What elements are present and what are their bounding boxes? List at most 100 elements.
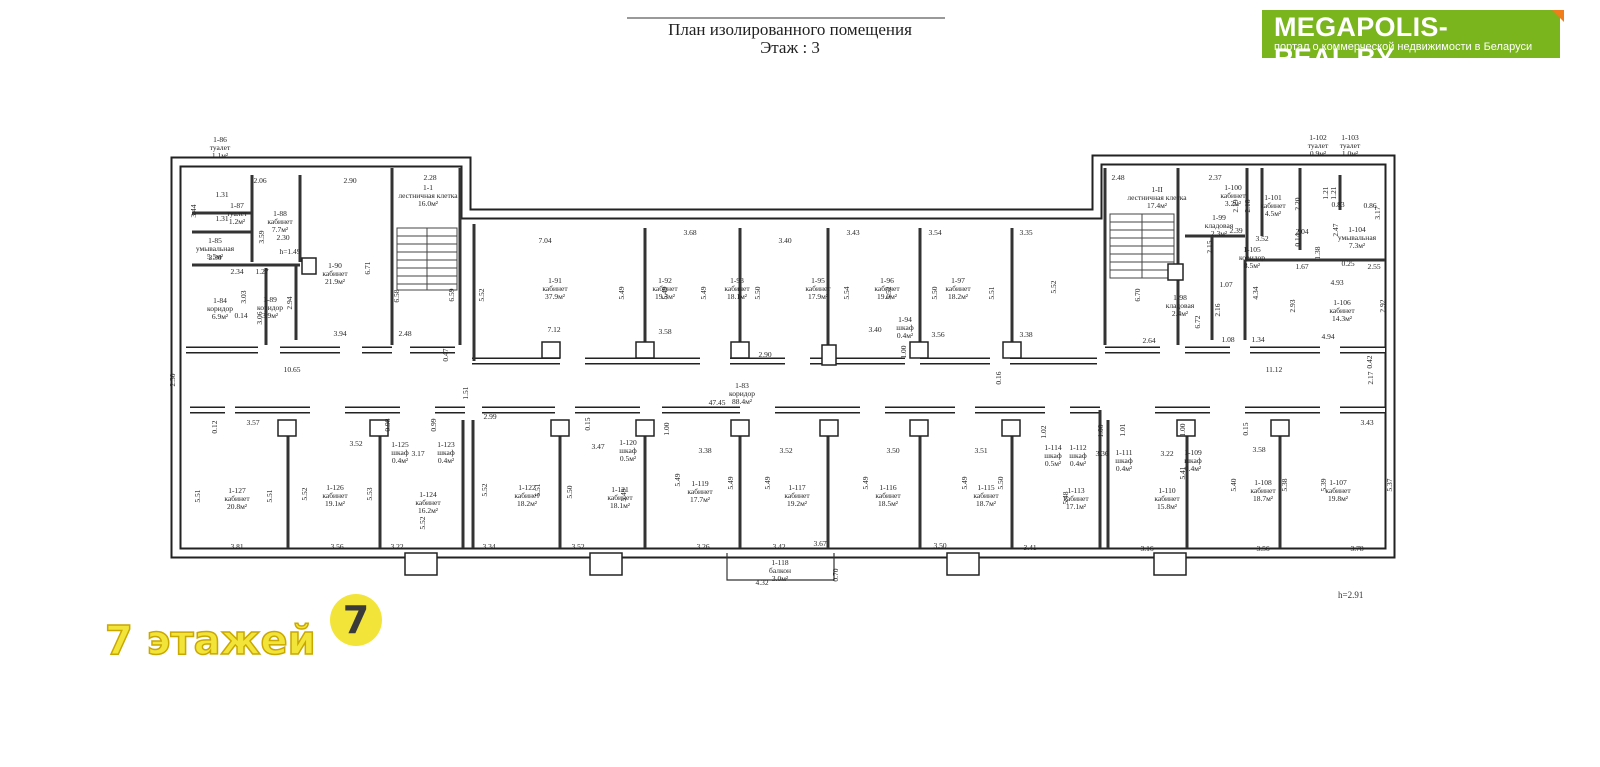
dimension-label: 5.49: [617, 286, 626, 299]
dimension-label: 1.21: [1321, 186, 1330, 199]
dimension-label: 3.52: [779, 446, 792, 455]
dimension-label: 3.22: [1160, 449, 1173, 458]
dimension-label: 2.20: [1293, 197, 1302, 210]
dimension-label: 3.44: [189, 204, 198, 217]
dimension-label: 3.56: [931, 330, 944, 339]
megapolis-logo[interactable]: MEGAPOLIS-REAL.BY портал о коммерческой …: [1262, 10, 1564, 73]
dimension-label: 5.52: [300, 487, 309, 500]
dimension-label: 1.27: [255, 267, 268, 276]
dimension-label: 2.37: [1208, 173, 1221, 182]
dimension-label: 5.52: [480, 483, 489, 496]
dimension-label: 3.43: [846, 228, 859, 237]
dimension-label: 3.67: [813, 539, 826, 548]
dimension-label: 2.55: [1367, 262, 1380, 271]
dimension-label: h=1.49: [279, 247, 300, 256]
dimension-label: 3.81: [230, 542, 243, 551]
dimension-label: 5.54: [842, 286, 851, 299]
dimension-label: 4.34: [1251, 286, 1260, 299]
dimension-label: 5.52: [884, 286, 893, 299]
dimension-label: 5.49: [619, 488, 628, 501]
dimension-label: 0.16: [994, 371, 1003, 384]
dimension-label: 2.92: [1378, 299, 1387, 312]
dimension-label: 2.64: [1142, 336, 1155, 345]
dimension-label: 6.58: [392, 289, 401, 302]
dimension-label: 3.54: [928, 228, 941, 237]
dimension-label: 5.38: [1280, 478, 1289, 491]
floor-label: Этаж : 3: [760, 38, 820, 57]
dimension-label: 6.70: [1133, 288, 1142, 301]
dimension-label: 1.00: [1178, 423, 1187, 436]
dimension-label: 2.16: [1213, 303, 1222, 316]
dimension-label: 3.50: [886, 446, 899, 455]
dimension-label: 2.17: [1366, 371, 1375, 384]
dimension-label: 3.35: [1019, 228, 1032, 237]
dimension-label: 5.50: [930, 286, 939, 299]
dimension-label: 3.58: [658, 327, 671, 336]
dimension-label: 2.18: [1243, 199, 1252, 212]
dimension-label: 1.00: [899, 345, 908, 358]
dimension-label: 2.30: [168, 373, 177, 386]
dimension-label: 3.50: [933, 541, 946, 550]
dimension-label: 3.34: [482, 542, 495, 551]
dimension-label: 3.57: [246, 418, 259, 427]
dimension-label: 3.03: [239, 290, 248, 303]
dimension-label: 6.72: [1193, 315, 1202, 328]
dimension-label: 5.37: [1385, 478, 1394, 491]
dimension-label: 2.47: [1331, 223, 1340, 236]
ceiling-height-note: h=2.91: [1338, 590, 1364, 600]
dimension-label: 3.58: [1252, 445, 1265, 454]
dimension-label: 2.15: [1205, 240, 1214, 253]
dimension-label: 2.19: [1231, 199, 1240, 212]
dimension-label: 2.06: [253, 176, 266, 185]
dimension-label: 3.56: [1256, 544, 1269, 553]
floors-count-label: 7 этажей: [104, 617, 316, 665]
walls: [170, 154, 1396, 581]
dimension-label: 5.51: [265, 489, 274, 502]
dimension-label: 1.08: [1221, 335, 1234, 344]
dimension-label: 5.51: [533, 483, 542, 496]
dimension-label: 5.49: [726, 476, 735, 489]
dimension-label: 5.51: [193, 489, 202, 502]
dimension-label: 5.49: [960, 476, 969, 489]
dimension-label: 0.12: [210, 420, 219, 433]
dimension-label: 7.12: [547, 325, 560, 334]
dimension-label: 6.59: [447, 288, 456, 301]
dimension-label: 2.34: [230, 267, 243, 276]
dimension-label: 0.14: [234, 311, 247, 320]
dimension-label: 0.14: [1293, 233, 1302, 246]
dimension-label: 3.17: [1373, 206, 1382, 219]
floor-number-badge: 7: [330, 594, 382, 646]
dimension-label: 3.41: [1023, 543, 1036, 552]
dimension-label: 0.15: [1241, 422, 1250, 435]
logo-tagline: портал о коммерческой недвижимости в Бел…: [1274, 41, 1533, 53]
